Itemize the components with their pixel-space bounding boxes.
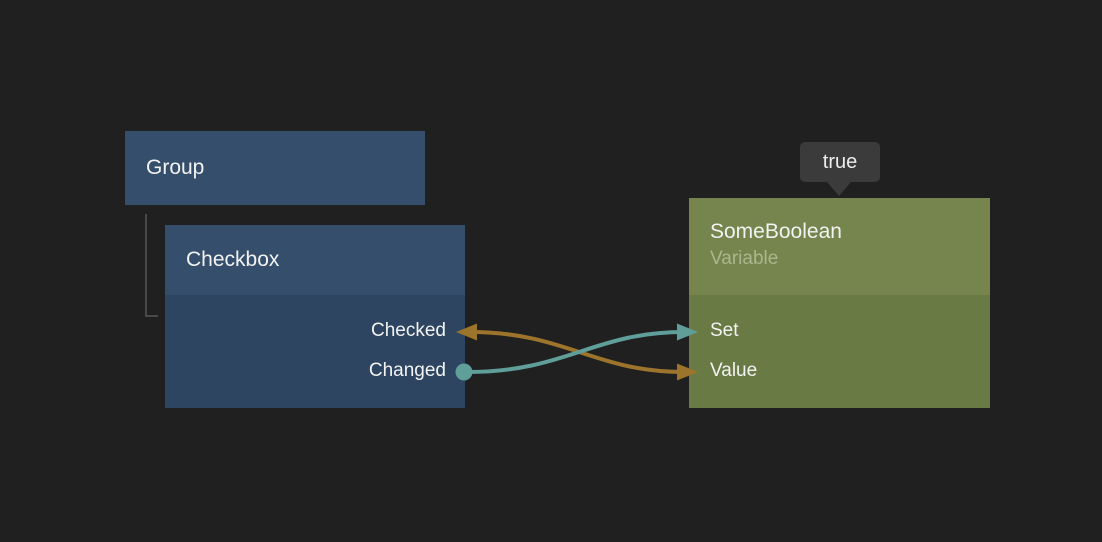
group-node-title: Group: [146, 156, 205, 179]
group-child-connector-line: [145, 214, 158, 317]
checkbox-node-body: Checked Changed: [165, 295, 465, 408]
checkbox-node-header[interactable]: Checkbox: [165, 225, 465, 295]
node-group[interactable]: Group: [125, 131, 425, 205]
value-tooltip: true: [800, 142, 880, 196]
port-changed[interactable]: Changed: [368, 360, 446, 381]
value-tooltip-text: true: [822, 151, 858, 173]
variable-node-title: SomeBoolean: [710, 220, 842, 243]
wire-changed-to-set[interactable]: [466, 330, 686, 374]
variable-node-subtitle: Variable: [710, 248, 779, 269]
port-set[interactable]: Set: [710, 320, 739, 341]
port-checked[interactable]: Checked: [371, 320, 446, 341]
variable-node-body: Set Value: [689, 295, 990, 408]
port-value[interactable]: Value: [710, 360, 758, 381]
wire-checked-to-value[interactable]: [468, 330, 686, 374]
node-someboolean-variable[interactable]: SomeBoolean Variable Set Value: [689, 198, 990, 408]
node-checkbox[interactable]: Checkbox Checked Changed: [165, 225, 465, 408]
checkbox-node-title: Checkbox: [186, 248, 280, 271]
variable-node-header[interactable]: SomeBoolean Variable: [689, 198, 990, 295]
